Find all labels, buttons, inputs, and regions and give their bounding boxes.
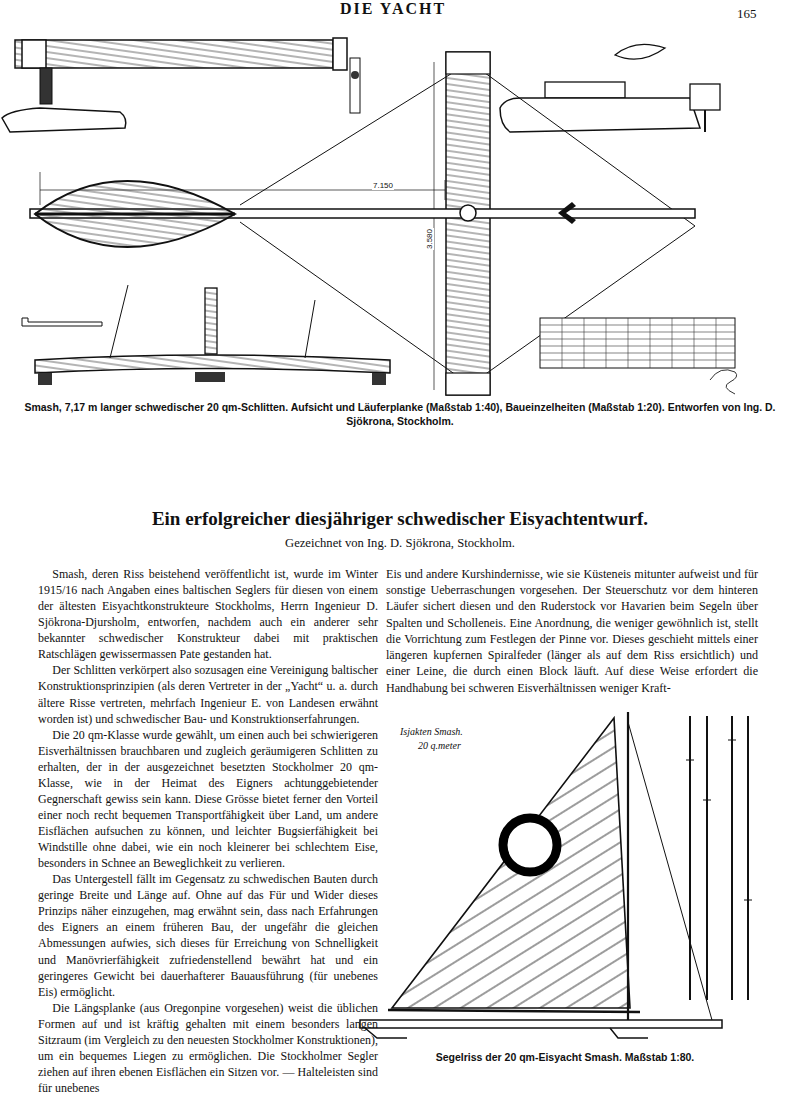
- runner-bolt: [690, 84, 720, 110]
- body-text: Die Längsplanke (aus Oregonpine vorgeseh…: [38, 1000, 378, 1096]
- hull-plank: [360, 1020, 722, 1028]
- body-text: Smash, deren Riss beistehend veröffentli…: [38, 566, 378, 662]
- runner-foot: [195, 372, 225, 382]
- runner-plank-end: [446, 373, 490, 395]
- stay-line: [470, 62, 695, 226]
- dimension: 7.150: [372, 181, 394, 190]
- figure-caption: Smash, 7,17 m langer schwedischer 20 qm-…: [20, 400, 780, 428]
- bolt-shank: [704, 110, 706, 132]
- chock-detail: [615, 44, 665, 59]
- cockpit-keel: [35, 213, 235, 216]
- mast-stub: [205, 288, 217, 354]
- dimension-tick: [40, 172, 41, 205]
- runners: [365, 1028, 648, 1038]
- jib-fitting: [558, 202, 576, 224]
- boom: [388, 1010, 640, 1012]
- batten-grid: [540, 318, 735, 368]
- forestay: [628, 722, 712, 1020]
- shroud: [305, 300, 315, 358]
- page-header: DIE YACHT: [340, 0, 480, 18]
- handwritten-label: 20 q.meter: [418, 740, 488, 751]
- mast-step: [460, 205, 476, 221]
- mast: [627, 712, 629, 1022]
- plank-end-block: [333, 38, 347, 70]
- runner-chock: [545, 82, 625, 98]
- dimension-line: [434, 62, 435, 390]
- figure-caption: Segelriss der 20 qm-Eisyacht Smash. Maßs…: [360, 1050, 770, 1064]
- spar-details: [690, 716, 748, 1000]
- article-title: Ein erfolgreicher diesjähriger schwedisc…: [20, 508, 780, 530]
- plank-head: [22, 40, 46, 68]
- page-number: 165: [737, 6, 757, 22]
- body-text: Die 20 qm-Klasse wurde gewählt, um einen…: [38, 727, 378, 872]
- shroud: [110, 285, 128, 358]
- sail-emblem: [503, 818, 557, 872]
- angle-iron: [22, 318, 102, 326]
- runner-foot: [372, 373, 386, 385]
- bolt-head: [351, 71, 359, 79]
- body-text: Das Untergestell fällt im Gegensatz zu s…: [38, 871, 378, 1000]
- dimension: 3.580: [425, 228, 434, 250]
- runner-plank-side: [35, 355, 390, 373]
- runner-plank: [446, 52, 490, 395]
- body-text: Der Schlitten verkörpert also sozusagen …: [38, 662, 378, 726]
- handwritten-label: Isjakten Smash.: [400, 726, 490, 737]
- signature-scribble: [710, 370, 737, 394]
- plank-side-view: [15, 40, 333, 68]
- spar-marks: [686, 740, 752, 900]
- runner-plank-end: [446, 52, 490, 74]
- runner-blade: [500, 98, 700, 132]
- runner-post: [40, 68, 52, 104]
- mainsail: [392, 718, 630, 1008]
- runner-foot: [38, 373, 52, 385]
- bolt-detail: [350, 58, 360, 113]
- body-text: Eis und andere Kurshindernisse, wie sie …: [386, 566, 758, 696]
- grid-lines: [540, 318, 735, 368]
- runner-blade: [2, 108, 126, 132]
- stay-line: [240, 62, 470, 205]
- cockpit: [35, 181, 235, 247]
- byline: Gezeichnet von Ing. D. Sjökrona, Stockho…: [100, 536, 700, 551]
- text-column: Smash, deren Riss beistehend veröffentli…: [38, 566, 378, 1096]
- text-column: Eis und andere Kurshindernisse, wie sie …: [386, 566, 758, 696]
